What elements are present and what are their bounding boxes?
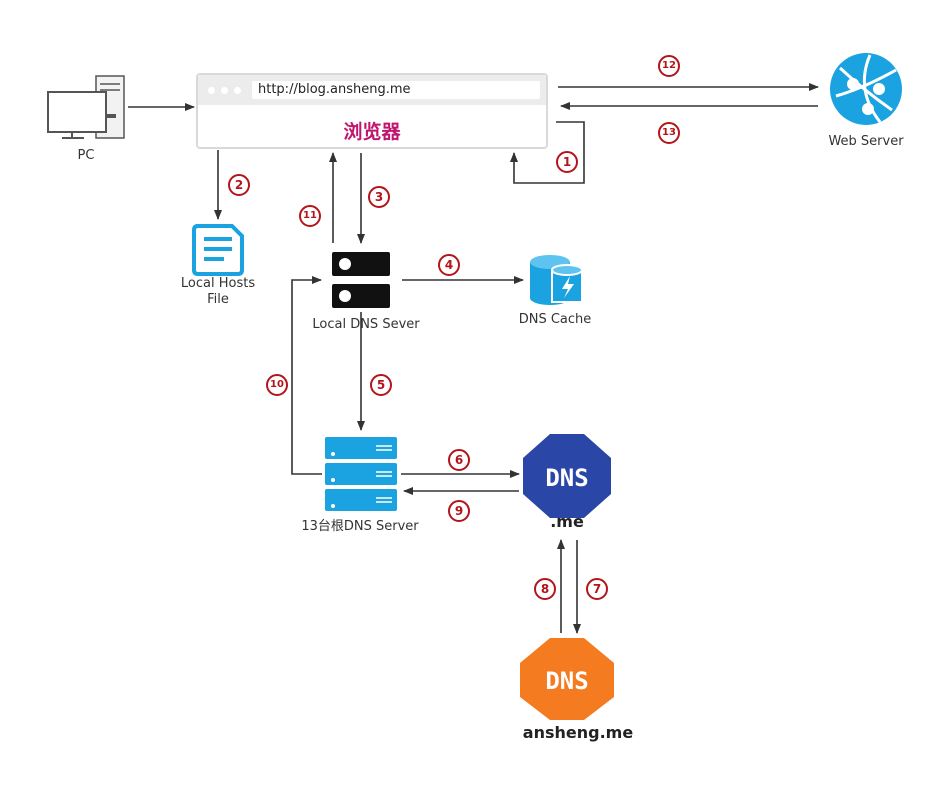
step-11: 11 <box>299 205 321 227</box>
database-icon <box>530 255 583 305</box>
window-dot-icon <box>221 87 228 94</box>
step-8: 8 <box>534 578 556 600</box>
web-server-icon <box>830 53 902 125</box>
root-dns-server-icon <box>325 437 397 511</box>
pc-icon <box>47 75 125 139</box>
hosts-label-line2: File <box>207 292 229 307</box>
arrow-browser-self <box>510 121 585 184</box>
step-1: 1 <box>556 151 578 173</box>
step-12: 12 <box>658 55 680 77</box>
step-2: 2 <box>228 174 250 196</box>
browser-toolbar: http://blog.ansheng.me <box>198 75 546 105</box>
web-server-label: Web Server <box>828 134 904 149</box>
browser-title: 浏览器 <box>343 121 401 143</box>
step-10: 10 <box>266 374 288 396</box>
step-5: 5 <box>370 374 392 396</box>
me-label: .me <box>550 512 584 531</box>
browser-window: http://blog.ansheng.me 浏览器 <box>196 73 548 149</box>
step-7: 7 <box>586 578 608 600</box>
local-dns-label: Local DNS Sever <box>312 317 420 332</box>
dns-ansheng-icon: DNS <box>520 638 614 720</box>
root-dns-label: 13台根DNS Server <box>301 519 419 534</box>
hosts-label-line1: Local Hosts <box>180 276 256 291</box>
ansheng-label: ansheng.me <box>522 723 634 742</box>
dns-me-icon: DNS <box>523 434 611 518</box>
step-13: 13 <box>658 122 680 144</box>
file-icon <box>192 224 244 276</box>
dns-cache-label: DNS Cache <box>518 312 592 327</box>
dns-me-text: DNS <box>545 464 588 492</box>
step-4: 4 <box>438 254 460 276</box>
address-bar: http://blog.ansheng.me <box>252 81 540 99</box>
arrow-root-local <box>291 276 322 475</box>
step-6: 6 <box>448 449 470 471</box>
local-dns-server-icon <box>332 252 390 308</box>
step-3: 3 <box>368 186 390 208</box>
window-dot-icon <box>234 87 241 94</box>
step-9: 9 <box>448 500 470 522</box>
dns-ansheng-text: DNS <box>545 667 588 695</box>
window-dot-icon <box>208 87 215 94</box>
pc-label: PC <box>77 148 95 163</box>
